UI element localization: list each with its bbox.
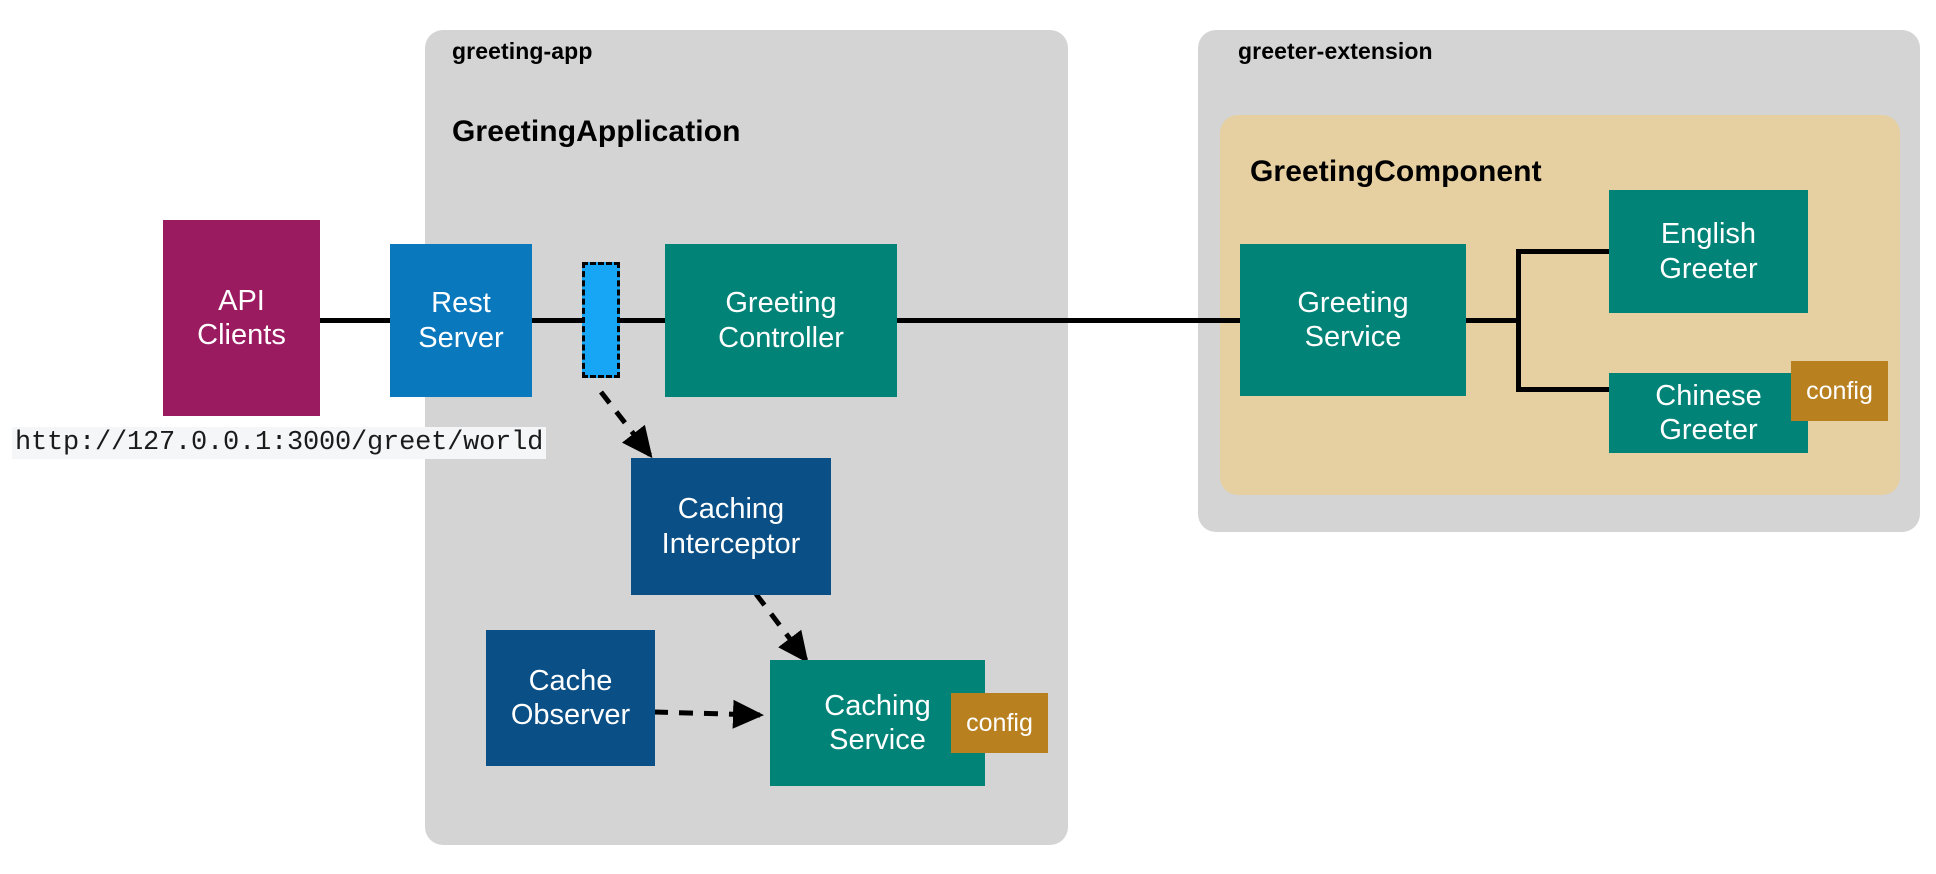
connector-fork-to-chinese-greeter [1516, 387, 1614, 392]
connector-greeting-service-to-fork [1462, 318, 1520, 323]
badge-caching-service-config[interactable]: config [951, 693, 1048, 753]
node-chinese-greeter-label: Chinese Greeter [1655, 379, 1762, 446]
node-english-greeter[interactable]: English Greeter [1609, 190, 1808, 313]
badge-chinese-greeter-config[interactable]: config [1791, 361, 1888, 421]
node-greeting-controller-label: Greeting Controller [718, 287, 844, 354]
connector-api-clients-to-rest-server [318, 318, 398, 323]
connector-fork-to-english-greeter [1516, 249, 1614, 254]
node-english-greeter-label: English Greeter [1659, 218, 1758, 285]
node-cache-observer-label: Cache Observer [510, 664, 631, 731]
node-caching-interceptor[interactable]: Caching Interceptor [631, 458, 831, 595]
node-greeting-service-label: Greeting Service [1297, 286, 1409, 353]
node-cache-observer[interactable]: Cache Observer [486, 630, 655, 766]
container-greeting-app-label: greeting-app [452, 38, 593, 64]
node-caching-service[interactable]: Caching Service [770, 660, 985, 786]
node-greeting-controller[interactable]: Greeting Controller [665, 244, 897, 397]
request-url-label: http://127.0.0.1:3000/greet/world [12, 427, 547, 459]
connector-fork-vertical [1516, 249, 1521, 391]
node-rest-server[interactable]: Rest Server [390, 244, 532, 397]
node-greeting-service[interactable]: Greeting Service [1240, 244, 1466, 396]
node-chinese-greeter[interactable]: Chinese Greeter [1609, 373, 1808, 453]
node-api-clients-label: API Clients [197, 284, 286, 351]
node-api-clients[interactable]: API Clients [163, 220, 320, 416]
node-caching-interceptor-label: Caching Interceptor [661, 493, 801, 560]
connector-greeting-controller-to-greeting-service [895, 318, 1245, 323]
greeting-component-label: GreetingComponent [1250, 155, 1542, 188]
node-sequence-box[interactable] [582, 262, 620, 378]
greeting-application-label: GreetingApplication [452, 115, 741, 148]
node-rest-server-label: Rest Server [418, 287, 504, 354]
container-greeter-extension-label: greeter-extension [1238, 38, 1433, 64]
node-caching-service-label: Caching Service [824, 689, 931, 756]
